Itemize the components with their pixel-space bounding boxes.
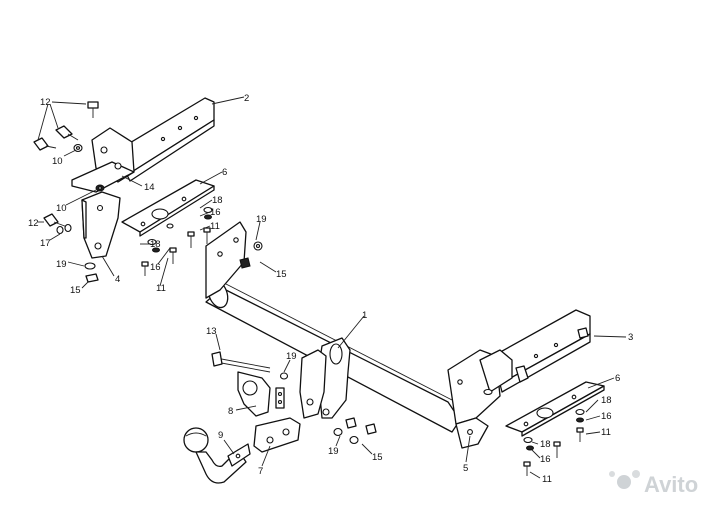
- crossbar-fasteners: [239, 241, 377, 445]
- left-flat-plate: [121, 179, 215, 237]
- tow-ball: [183, 427, 251, 484]
- left-lower-bracket: [81, 191, 121, 259]
- callout-8: 8: [228, 406, 233, 417]
- callout-10b: 10: [56, 203, 67, 214]
- callout-11a: 11: [210, 221, 220, 232]
- callout-18d: 18: [540, 439, 551, 450]
- bolts-12-upper: [33, 101, 99, 151]
- leader-lines: [37, 96, 627, 479]
- callout-16c: 16: [601, 411, 612, 422]
- callout-7: 7: [258, 466, 263, 477]
- callout-19a: 19: [56, 259, 67, 270]
- callout-16d: 16: [540, 454, 551, 465]
- callout-10a: 10: [52, 156, 63, 167]
- callout-1: 1: [362, 310, 367, 321]
- callout-12b: 12: [28, 218, 39, 229]
- avito-watermark: Avito: [609, 470, 698, 497]
- callout-18c: 18: [601, 395, 612, 406]
- right-fasteners: [523, 408, 585, 476]
- watermark-logo-dot-large: [617, 475, 631, 489]
- callout-15c: 15: [372, 452, 383, 463]
- left-side-rail: [117, 97, 215, 182]
- callout-16b: 16: [150, 262, 161, 273]
- callout-17: 17: [40, 238, 51, 249]
- left-mount-bracket: [71, 127, 135, 193]
- washers-10: [73, 143, 105, 192]
- watermark-logo-dot-small: [632, 470, 640, 478]
- nut-15-left: [84, 262, 99, 283]
- callout-2: 2: [244, 93, 249, 104]
- callout-18a: 18: [212, 195, 223, 206]
- callout-18b: 18: [150, 239, 161, 250]
- callout-15b: 15: [276, 269, 287, 280]
- callout-4: 4: [115, 274, 120, 285]
- callout-3: 3: [628, 332, 633, 343]
- main-crossbar: [205, 221, 501, 449]
- callout-19d: 19: [328, 446, 339, 457]
- callout-11b: 11: [156, 283, 166, 294]
- callout-6b: 6: [615, 373, 620, 384]
- callout-19c: 19: [286, 351, 297, 362]
- callout-6a: 6: [222, 167, 227, 178]
- callout-16a: 16: [210, 207, 221, 218]
- callout-5: 5: [463, 463, 468, 474]
- right-flat-plate: [505, 381, 605, 437]
- callout-14: 14: [144, 182, 155, 193]
- bolt-12-lower: [43, 213, 72, 235]
- socket-bracket: [211, 351, 289, 417]
- callout-12a: 12: [40, 97, 51, 108]
- watermark-text: Avito: [644, 472, 698, 497]
- callout-11c: 11: [601, 427, 611, 438]
- left-fasteners: [141, 206, 213, 276]
- watermark-logo-dot-tiny: [609, 471, 615, 477]
- callout-11d: 11: [542, 474, 552, 485]
- right-side-rail: [479, 309, 591, 396]
- callout-labels: 12 2 10 14 10 12 17 19 4 15 6 18 16 11 1…: [28, 93, 633, 485]
- callout-9: 9: [218, 430, 223, 441]
- clamp-plate-7: [253, 417, 301, 453]
- callout-19b: 19: [256, 214, 267, 225]
- callout-13: 13: [206, 326, 217, 337]
- callout-15a: 15: [70, 285, 81, 296]
